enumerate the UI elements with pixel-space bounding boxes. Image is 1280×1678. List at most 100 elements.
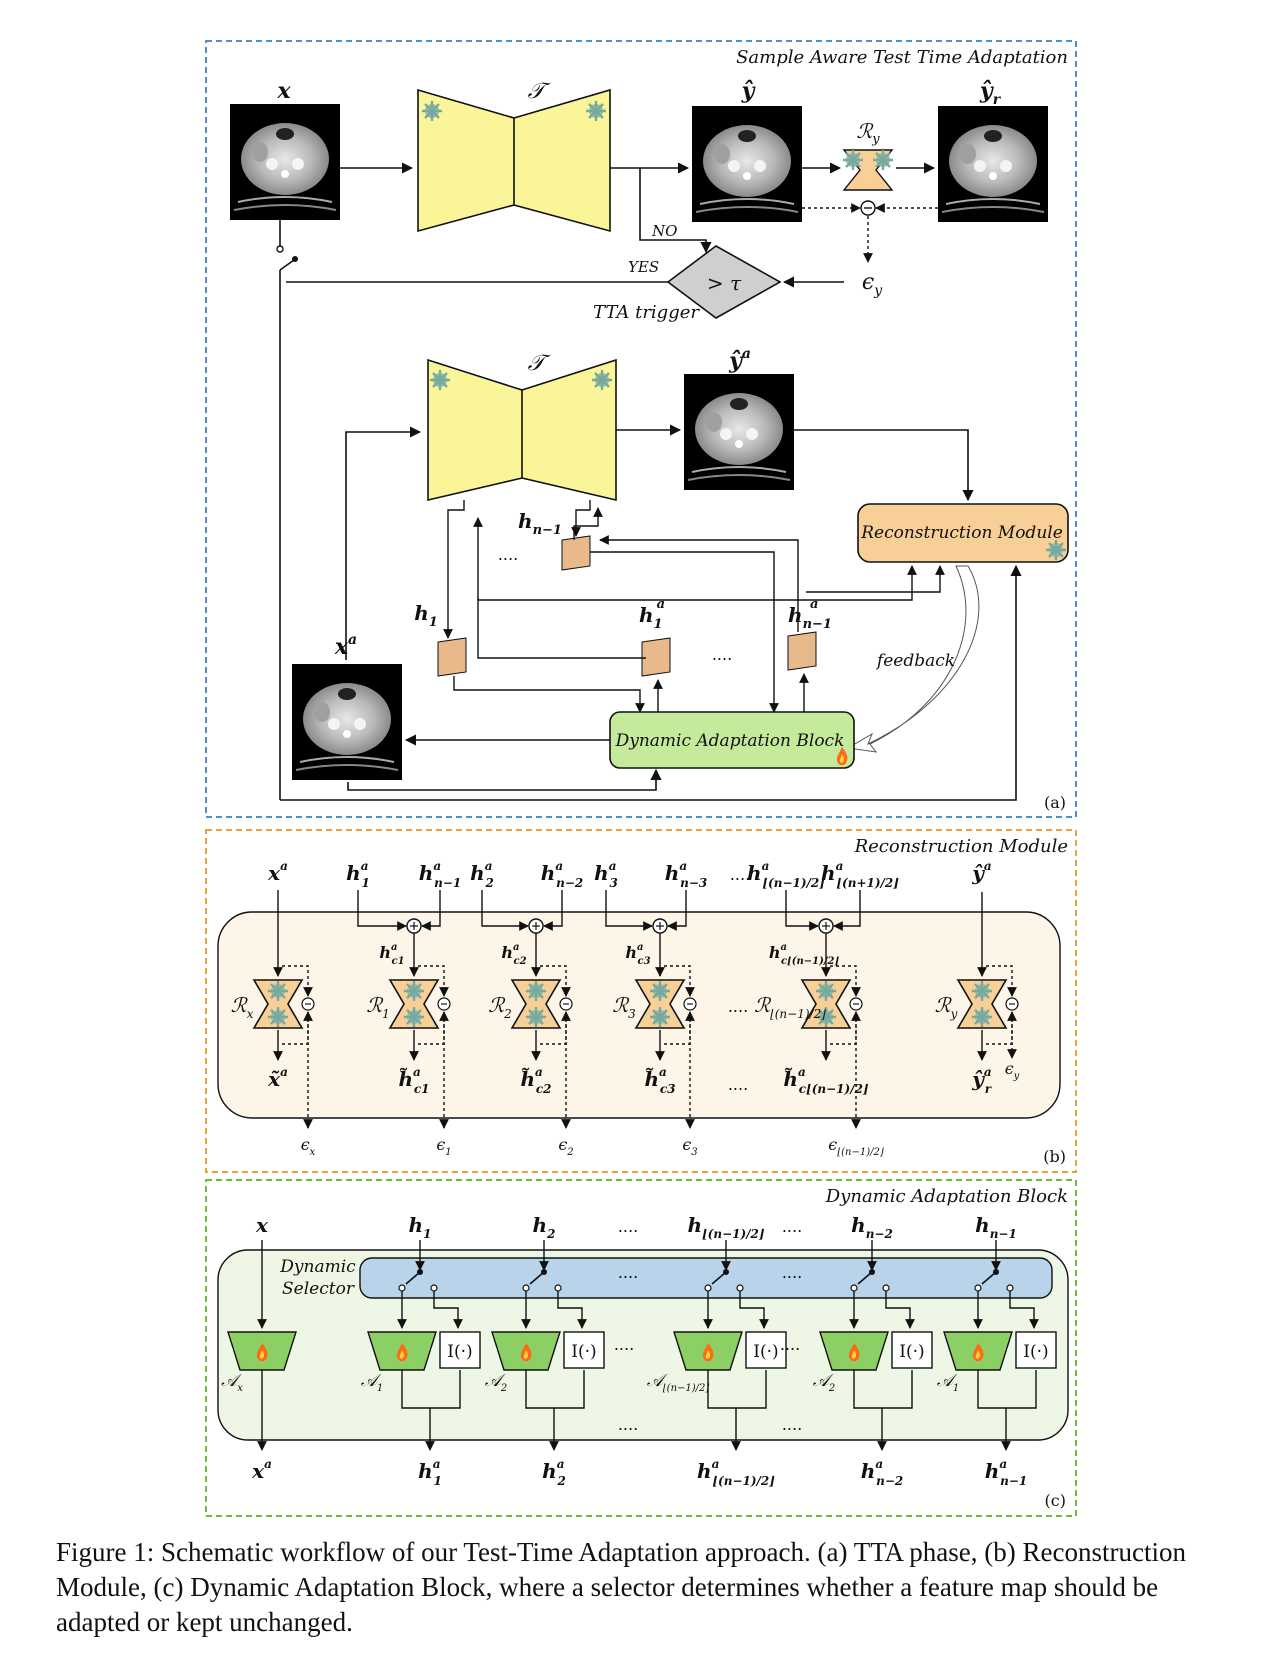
identity-box xyxy=(563,1331,605,1369)
recon-label-3: ℛ3 xyxy=(612,993,636,1021)
sum-node xyxy=(652,918,668,934)
feature-map-hn1 xyxy=(561,535,591,571)
frozen-gear-icon xyxy=(970,1005,994,1029)
b-top-label-9: ŷa xyxy=(971,859,991,885)
panel-a-title: Sample Aware Test Time Adaptation xyxy=(736,47,1068,68)
adapter-0 xyxy=(227,1331,297,1371)
connector xyxy=(785,890,819,931)
b-dots-top: .... xyxy=(730,865,750,884)
b-top-label-0: xa xyxy=(267,859,288,885)
feature-map-h1a xyxy=(641,637,671,677)
b-top-label-8: ha⌊(n+1)/2⌋ xyxy=(821,859,899,890)
recon-module-4 xyxy=(800,979,852,1029)
connector xyxy=(418,965,449,997)
identity-label: I(·) xyxy=(753,1342,778,1362)
feedback-arrow xyxy=(846,565,980,753)
subtract-node xyxy=(1005,997,1019,1011)
connector xyxy=(830,965,861,997)
connector xyxy=(543,890,563,931)
frozen-gear-icon xyxy=(420,99,444,123)
y-hat-r-label: ŷr xyxy=(979,78,1002,108)
c-input-label-3: h⌊(n−1)/2⌋ xyxy=(687,1213,764,1241)
frozen-gear-icon xyxy=(590,368,614,392)
switch-blade xyxy=(857,1271,873,1285)
c-input-label-5: hn−1 xyxy=(975,1213,1017,1241)
frozen-gear-icon xyxy=(584,99,608,123)
switch-contact xyxy=(882,1284,890,1292)
subtract-node xyxy=(559,997,573,1011)
eps-label-4: ϵ⌊(n−1)/2⌋ xyxy=(828,1135,884,1158)
frozen-gear-icon xyxy=(524,979,548,1003)
dynamic-adaptation-block-box xyxy=(609,711,855,769)
dots-2: .... xyxy=(712,645,732,664)
b-dots-bottom: .... xyxy=(728,1075,748,1094)
connector xyxy=(664,965,695,997)
dab-label: Dynamic Adaptation Block xyxy=(615,731,845,751)
prediction-ct-image xyxy=(691,105,803,223)
merge-line xyxy=(853,1370,913,1409)
tta-trigger-label: TTA trigger xyxy=(593,302,700,323)
panel-c-tag: (c) xyxy=(1045,1491,1066,1510)
connector xyxy=(667,890,687,931)
recon-label-4: ℛ⌊(n−1)/2⌋ xyxy=(754,993,826,1021)
eps-label-3: ϵ3 xyxy=(682,1135,697,1158)
switch-contact xyxy=(974,1284,982,1292)
recon-hourglass xyxy=(956,979,1008,1029)
feature-map-hn1a xyxy=(787,631,817,671)
network-t-top-label: 𝒯 xyxy=(528,79,552,104)
feedback-label: feedback xyxy=(875,651,955,671)
c-input-label-0: x xyxy=(255,1213,269,1237)
recon-hourglass xyxy=(800,979,852,1029)
input-x-label: x xyxy=(276,78,291,104)
c-dots-6: .... xyxy=(618,1415,638,1434)
sum-node xyxy=(406,918,422,934)
figure-caption: Figure 1: Schematic workflow of our Test… xyxy=(56,1537,1186,1637)
connector xyxy=(540,965,571,997)
xa-label: xa xyxy=(334,632,357,660)
switch-blade xyxy=(711,1271,727,1285)
network-t-bottom xyxy=(427,358,617,502)
decision-label: > τ xyxy=(707,271,742,295)
c-dots-0: .... xyxy=(618,1217,638,1236)
y-hat-a-label: ŷa xyxy=(728,346,751,374)
recon-hourglass xyxy=(388,979,440,1029)
recon-out-label-0: x̃a xyxy=(267,1065,288,1091)
subtract-node xyxy=(849,997,863,1011)
connector xyxy=(481,890,529,931)
c-dots-1: .... xyxy=(782,1217,802,1236)
identity-box xyxy=(1015,1331,1057,1369)
recon-hourglass xyxy=(510,979,562,1029)
c-dots-5: .... xyxy=(780,1335,800,1354)
merge-line xyxy=(977,1370,1037,1409)
recon-module-1 xyxy=(388,979,440,1029)
frozen-gear-icon xyxy=(266,1005,290,1029)
recon-label-0: ℛx xyxy=(231,993,254,1021)
panel-b-title: Reconstruction Module xyxy=(854,836,1068,857)
adapter-1 xyxy=(367,1331,437,1371)
recon-hourglass xyxy=(634,979,686,1029)
frozen-gear-icon xyxy=(524,1005,548,1029)
frozen-gear-icon xyxy=(814,979,838,1003)
sum-node xyxy=(818,918,834,934)
adapter-label-0: 𝒜x xyxy=(221,1371,243,1394)
frozen-gear-icon xyxy=(648,1005,672,1029)
switch-contact xyxy=(398,1284,406,1292)
frozen-gear-icon xyxy=(648,979,672,1003)
subtract-node xyxy=(301,997,315,1011)
panel-c-title: Dynamic Adaptation Block xyxy=(825,1186,1068,1207)
to-identity xyxy=(739,1291,769,1329)
adapter-4 xyxy=(819,1331,889,1371)
eps-label-1: ϵ1 xyxy=(436,1135,451,1158)
h1-label: h1 xyxy=(414,601,438,630)
subtract-node xyxy=(683,997,697,1011)
